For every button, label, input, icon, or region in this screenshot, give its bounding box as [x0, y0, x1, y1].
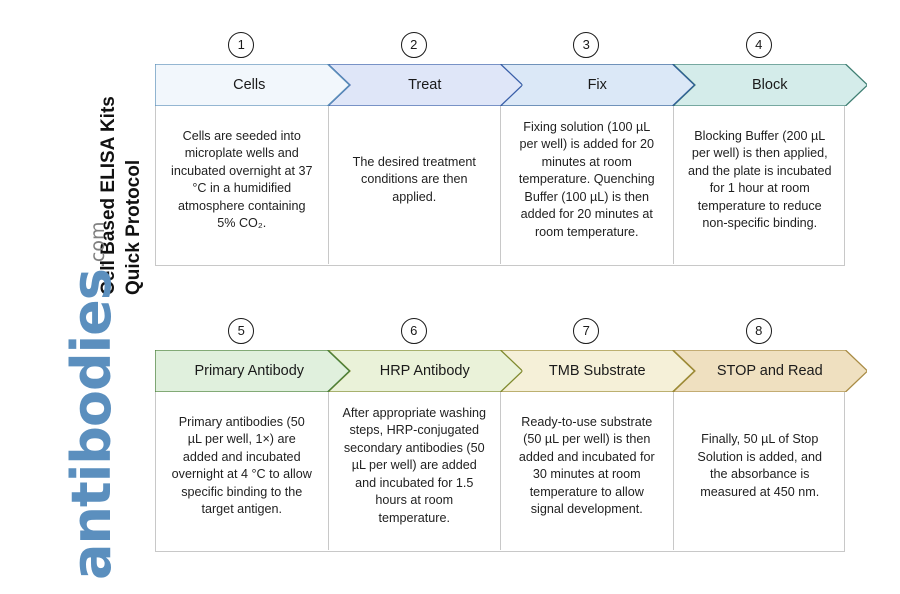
- description-cell-step-8: Finally, 50 µL of Stop Solution is added…: [674, 392, 847, 550]
- protocol-row-2: 5 6 7 8 Primary Antibody HRP Antibody TMB Sub…: [155, 318, 867, 552]
- chevron-shape-3: [500, 64, 695, 106]
- description-text-step-7: Ready-to-use substrate (50 µL per well) …: [518, 414, 655, 517]
- page-title-line-2: Quick Protocol: [123, 159, 144, 295]
- description-cell-step-4: Blocking Buffer (200 µL per well) is the…: [674, 106, 847, 264]
- chevron-shape-7: [500, 350, 695, 392]
- chevron-step-6[interactable]: HRP Antibody: [327, 350, 522, 392]
- chevron-label-4: Block: [752, 77, 788, 93]
- description-band-row-2: Primary antibodies (50 µL per well, 1×) …: [155, 392, 845, 552]
- chevron-step-3[interactable]: Fix: [500, 64, 695, 106]
- description-cell-step-7: Ready-to-use substrate (50 µL per well) …: [501, 392, 674, 550]
- step-number-badge-1: 1: [228, 32, 255, 58]
- chevron-step-5[interactable]: Primary Antibody: [155, 350, 350, 392]
- step-number-badge-2: 2: [400, 32, 427, 58]
- chevron-shape-5: [155, 350, 350, 392]
- protocol-flow: 1 2 3 4 Cells Treat Fix Block Cells are seeded…: [155, 0, 900, 594]
- description-cell-step-1: Cells are seeded into microplate wells a…: [156, 106, 329, 264]
- chevron-label-5: Primary Antibody: [194, 363, 305, 379]
- chevron-label-2: Treat: [408, 77, 442, 93]
- step-number-badge-8: 8: [745, 318, 772, 344]
- step-number-badge-3: 3: [573, 32, 600, 58]
- antibodies-logo[interactable]: antibodies.com: [60, 221, 123, 580]
- chevron-label-6: HRP Antibody: [379, 363, 470, 379]
- chevron-label-8: STOP and Read: [716, 363, 823, 379]
- chevron-band-row-2: Primary Antibody HRP Antibody TMB Substrat…: [155, 350, 867, 392]
- step-number-badge-5: 5: [228, 318, 255, 344]
- chevron-label-3: Fix: [587, 77, 607, 93]
- description-text-step-4: Blocking Buffer (200 µL per well) is the…: [687, 128, 832, 231]
- chevron-step-2[interactable]: Treat: [327, 64, 522, 106]
- description-text-step-3: Fixing solution (100 µL per well) is add…: [518, 119, 655, 239]
- description-cell-step-5: Primary antibodies (50 µL per well, 1×) …: [156, 392, 329, 550]
- chevron-shape-4: [672, 64, 867, 106]
- chevron-shape-6: [327, 350, 522, 392]
- description-text-step-5: Primary antibodies (50 µL per well, 1×) …: [171, 414, 312, 517]
- description-text-step-6: After appropriate washing steps, HRP-con…: [342, 405, 487, 525]
- chevron-step-8[interactable]: STOP and Read: [672, 350, 867, 392]
- left-rail: Cell Based ELISA Kits Quick Protocol ant…: [0, 0, 155, 594]
- chevron-label-1: Cells: [233, 77, 266, 93]
- step-number-badges-row-2: 5 6 7 8: [155, 318, 845, 350]
- step-number-badges-row-1: 1 2 3 4: [155, 32, 845, 64]
- step-number-badge-7: 7: [573, 318, 600, 344]
- chevron-shape-1: [155, 64, 350, 106]
- chevron-label-7: TMB Substrate: [548, 363, 646, 379]
- description-text-step-2: The desired treatment conditions are the…: [352, 154, 476, 204]
- logo-tld: .com: [86, 221, 109, 269]
- chevron-step-4[interactable]: Block: [672, 64, 867, 106]
- description-text-step-1: Cells are seeded into microplate wells a…: [171, 128, 313, 231]
- chevron-band-row-1: Cells Treat Fix Block: [155, 64, 867, 106]
- step-number-badge-6: 6: [400, 318, 427, 344]
- step-number-badge-4: 4: [745, 32, 772, 58]
- description-cell-step-2: The desired treatment conditions are the…: [329, 106, 501, 264]
- description-cell-step-3: Fixing solution (100 µL per well) is add…: [501, 106, 674, 264]
- logo-wordmark: antibodies: [60, 269, 123, 580]
- chevron-shape-8: [672, 350, 867, 392]
- chevron-step-7[interactable]: TMB Substrate: [500, 350, 695, 392]
- chevron-shape-2: [327, 64, 522, 106]
- description-text-step-8: Finally, 50 µL of Stop Solution is added…: [697, 432, 823, 499]
- chevron-step-1[interactable]: Cells: [155, 64, 350, 106]
- description-band-row-1: Cells are seeded into microplate wells a…: [155, 106, 845, 266]
- description-cell-step-6: After appropriate washing steps, HRP-con…: [329, 392, 501, 550]
- protocol-row-1: 1 2 3 4 Cells Treat Fix Block Cells are seeded…: [155, 32, 867, 266]
